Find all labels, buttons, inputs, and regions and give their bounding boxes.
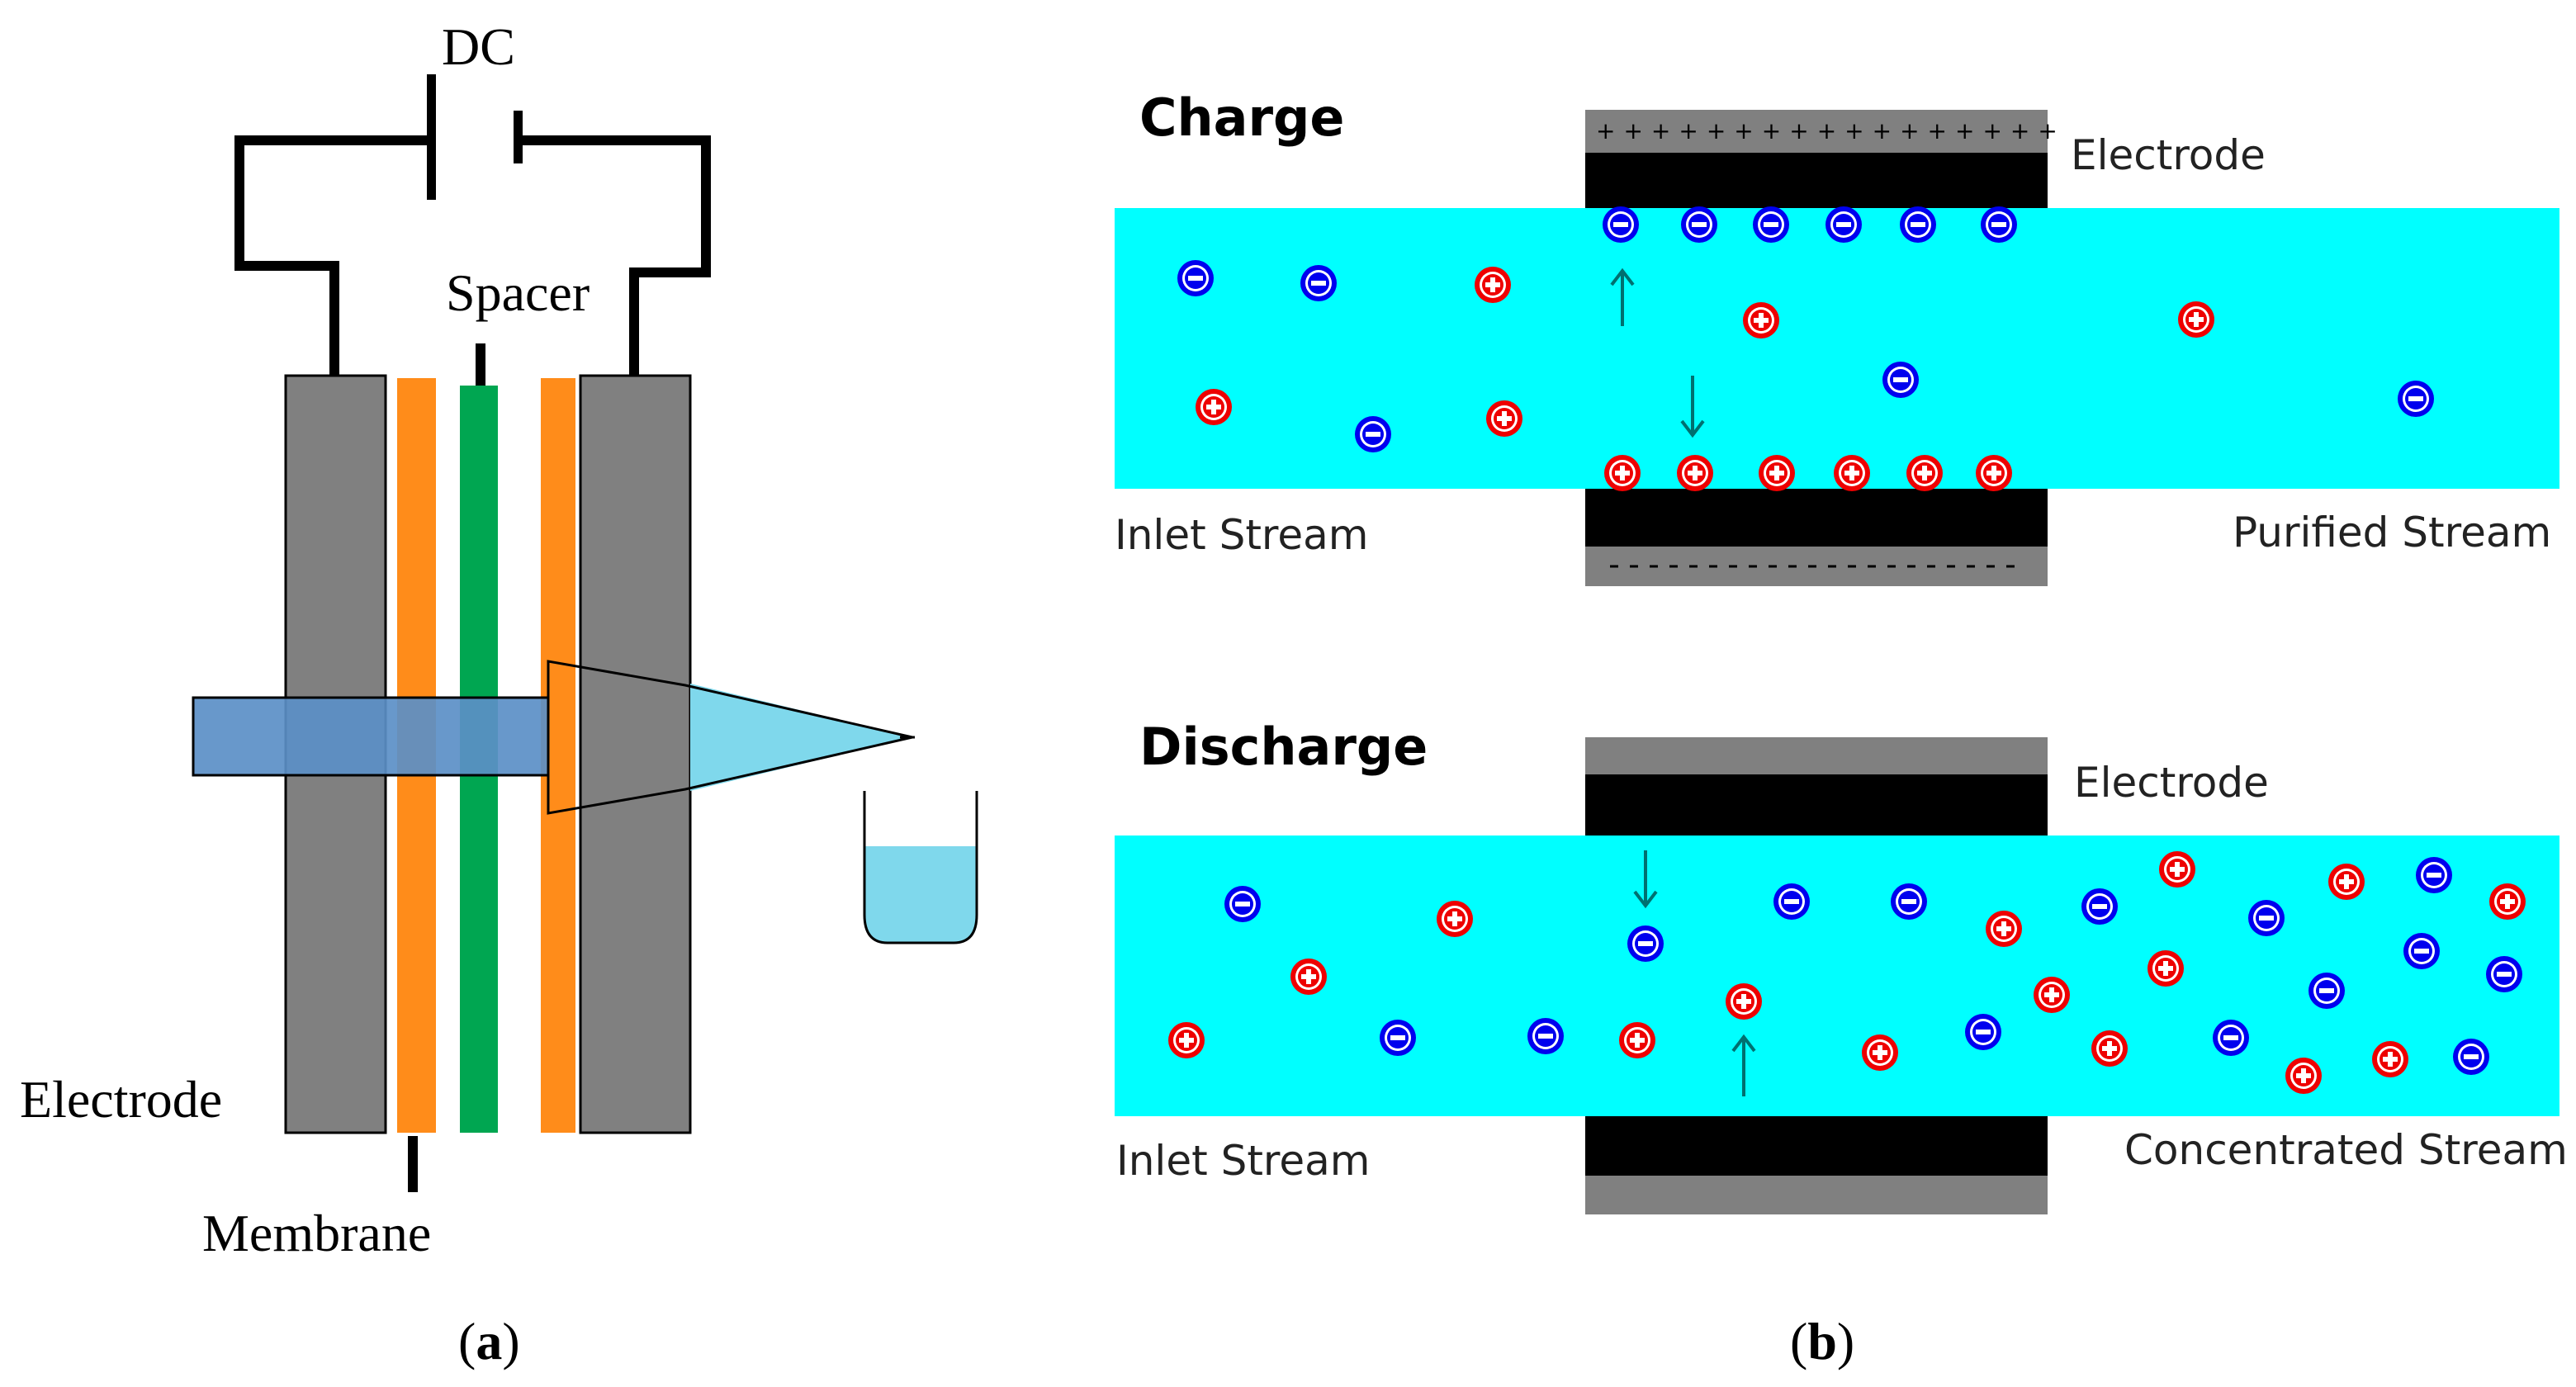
cation-icon	[2034, 977, 2070, 1013]
discharge-bottom-electrode-outer	[1585, 1176, 2048, 1214]
charge-top-charges: +++++++++++++++++	[1596, 117, 2066, 144]
anion-icon	[2398, 381, 2434, 417]
anion-icon	[1300, 265, 1337, 301]
anion-icon	[2248, 900, 2285, 936]
anion-icon	[1773, 883, 1810, 920]
cation-icon	[1976, 455, 2012, 491]
discharge-electrode-label: Electrode	[2074, 759, 2269, 807]
discharge-arrow-up-icon	[1731, 1034, 1756, 1096]
discharge-bottom-electrode-core	[1585, 1116, 2048, 1176]
discharge-top-electrode-core	[1585, 774, 2048, 836]
discharge-arrow-down-icon	[1633, 850, 1658, 909]
cation-icon	[1759, 455, 1795, 491]
charge-outlet-label: Purified Stream	[2233, 509, 2551, 556]
cation-icon	[1834, 455, 1870, 491]
discharge-inlet-label: Inlet Stream	[1116, 1137, 1371, 1185]
anion-icon	[1224, 886, 1261, 922]
cation-icon	[1290, 959, 1327, 995]
cation-icon	[1475, 267, 1511, 303]
right-wire	[514, 135, 711, 388]
anion-icon	[2308, 973, 2345, 1009]
cation-icon	[1906, 455, 1943, 491]
cation-icon	[1726, 983, 1762, 1020]
anion-icon	[1882, 362, 1919, 398]
caption-a: (a)	[458, 1312, 520, 1370]
right-electrode	[579, 374, 692, 1134]
caption-b: (b)	[1790, 1312, 1854, 1370]
cation-icon	[1619, 1022, 1655, 1058]
charge-arrow-up-icon	[1610, 267, 1635, 326]
anion-icon	[1825, 206, 1862, 243]
charge-electrode-label: Electrode	[2071, 131, 2266, 179]
feed-flow	[192, 696, 550, 777]
panel-b-charge: Charge +++++++++++++++++ Electrode Inlet…	[1115, 88, 2559, 586]
cation-icon	[2372, 1041, 2408, 1077]
cation-icon	[2489, 883, 2526, 920]
anion-icon	[1753, 206, 1789, 243]
charge-top-electrode-core	[1585, 153, 2048, 208]
cation-icon	[1986, 911, 2022, 947]
electrode-label-a: Electrode	[20, 1070, 222, 1129]
anion-icon	[1965, 1014, 2001, 1050]
outlet-flow	[690, 684, 912, 791]
cation-icon	[2091, 1030, 2128, 1067]
discharge-top-electrode-outer	[1585, 737, 2048, 774]
dc-circuit	[234, 135, 711, 1192]
anion-icon	[2081, 888, 2118, 925]
dc-label: DC	[442, 17, 515, 76]
anion-icon	[2416, 857, 2452, 893]
anion-icon	[1380, 1020, 1416, 1056]
anion-icon	[1527, 1018, 1564, 1054]
charge-arrow-down-icon	[1680, 376, 1705, 438]
spacer-label: Spacer	[446, 263, 590, 322]
cation-icon	[2147, 950, 2184, 987]
anion-icon	[1891, 883, 1927, 920]
cation-icon	[1486, 400, 1522, 437]
anion-icon	[2403, 933, 2440, 969]
discharge-title: Discharge	[1139, 717, 1428, 777]
anion-icon	[1603, 206, 1639, 243]
cation-icon	[2159, 851, 2195, 888]
anion-icon	[2486, 956, 2522, 992]
cation-icon	[1437, 901, 1473, 937]
anion-icon	[1900, 206, 1936, 243]
battery-icon	[427, 74, 523, 200]
anion-icon	[2213, 1020, 2249, 1056]
charge-inlet-label: Inlet Stream	[1115, 511, 1369, 559]
anion-icon	[1355, 416, 1391, 452]
charge-top-electrode-outer	[1585, 110, 2048, 153]
cation-icon	[1196, 389, 1232, 425]
panel-a: DC Spacer Electrode Membrane (a)	[20, 17, 978, 1370]
cation-icon	[1862, 1034, 1898, 1071]
membrane-label: Membrane	[202, 1204, 431, 1262]
cation-icon	[2178, 301, 2214, 338]
anion-icon	[2453, 1039, 2489, 1075]
discharge-outlet-label: Concentrated Stream	[2124, 1126, 2568, 1174]
left-wire	[234, 135, 436, 388]
cation-icon	[1168, 1022, 1205, 1058]
panel-b-discharge: Discharge Electrode Inlet Stream Concent…	[1115, 717, 2568, 1370]
cation-icon	[1743, 302, 1779, 338]
charge-stream	[1115, 208, 2559, 489]
cation-icon	[1604, 455, 1641, 491]
cation-icon	[2328, 864, 2365, 900]
beaker-icon	[863, 791, 978, 944]
anion-icon	[1177, 260, 1214, 296]
charge-title: Charge	[1139, 88, 1344, 148]
cation-icon	[2285, 1058, 2322, 1094]
anion-icon	[1627, 925, 1664, 962]
anion-icon	[1981, 206, 2017, 243]
charge-bottom-electrode-core	[1585, 489, 2048, 547]
anion-icon	[1681, 206, 1717, 243]
cation-icon	[1677, 455, 1713, 491]
